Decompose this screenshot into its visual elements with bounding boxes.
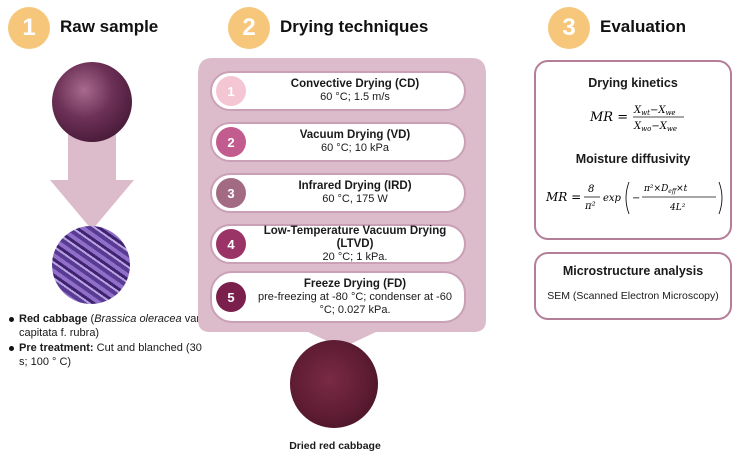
step-1-title: Raw sample (60, 17, 159, 36)
kinetics-box: Drying kinetics MR = Xwt−Xwe Xwo−Xwe Moi… (534, 60, 732, 240)
dried-powder-image (290, 340, 378, 428)
kinetics-title: Drying kinetics (588, 76, 678, 90)
technique-number-badge: 1 (216, 76, 246, 106)
svg-text:−: − (632, 193, 640, 204)
technique-text: Low-Temperature Vacuum Drying (LTVD)20 °… (252, 224, 458, 263)
svg-text:MR =: MR = (589, 110, 628, 125)
technique-text: Convective Drying (CD)60 °C; 1.5 m/s (252, 73, 458, 109)
svg-text:Xwo−Xwe: Xwo−Xwe (633, 121, 677, 133)
diffusivity-title: Moisture diffusivity (575, 152, 691, 166)
technique-text: Vacuum Drying (VD)60 °C; 10 kPa (252, 124, 458, 160)
technique-params: 20 °C; 1 kPa. (322, 250, 388, 263)
technique-number-badge: 5 (216, 282, 246, 312)
bullet-pretreatment: Pre treatment: Cut and blanched (30 s; 1… (8, 341, 208, 369)
technique-number-badge: 3 (216, 178, 246, 208)
svg-text:MR =: MR = (545, 190, 581, 204)
step-3-badge: 3 (548, 7, 590, 49)
step-2-badge: 2 (228, 7, 270, 49)
technique-name: Freeze Drying (FD) (303, 277, 407, 290)
technique-number-badge: 2 (216, 127, 246, 157)
svg-text:π²: π² (584, 201, 596, 212)
sample-details: Red cabbage (Brassica oleracea var. capi… (8, 312, 208, 370)
svg-text:4L²: 4L² (669, 203, 686, 213)
process-arrow (50, 125, 134, 230)
technique-text: Infrared Drying (IRD)60 °C, 175 W (252, 175, 458, 211)
diffusivity-formula: MR = 8 π² exp − π²×Deff×t 4L² (545, 181, 723, 215)
step-2-title: Drying techniques (280, 17, 429, 36)
chopped-cabbage-image (52, 226, 130, 304)
svg-text:exp: exp (603, 193, 622, 204)
technique-params: 60 °C; 1.5 m/s (320, 91, 390, 103)
step-3-title: Evaluation (600, 17, 686, 36)
technique-params: pre-freezing at -80 °C; condenser at -60… (258, 290, 452, 316)
svg-text:Xwt−Xwe: Xwt−Xwe (633, 105, 676, 117)
technique-text: Freeze Drying (FD)pre-freezing at -80 °C… (252, 273, 458, 321)
step-1-badge: 1 (8, 7, 50, 49)
bullet-red-cabbage: Red cabbage (Brassica oleracea var. capi… (8, 312, 208, 340)
moisture-ratio-formula: MR = Xwt−Xwe Xwo−Xwe (589, 105, 684, 133)
technique-name: Low-Temperature Vacuum Drying (LTVD) (263, 224, 447, 250)
svg-text:8: 8 (588, 184, 594, 195)
technique-number-badge: 4 (216, 229, 246, 259)
microstructure-box: Microstructure analysis SEM (Scanned Ele… (534, 252, 732, 320)
technique-name: Vacuum Drying (VD) (299, 129, 411, 141)
technique-params: 60 °C; 10 kPa (321, 142, 389, 154)
microstructure-text: SEM (Scanned Electron Microscopy) (547, 290, 719, 302)
technique-name: Infrared Drying (IRD) (298, 180, 412, 192)
product-label: Dried red cabbage (289, 440, 381, 452)
svg-text:π²×Deff×t: π²×Deff×t (643, 184, 688, 195)
technique-params: 60 °C, 175 W (322, 193, 388, 205)
red-cabbage-image (52, 62, 132, 142)
microstructure-title: Microstructure analysis (562, 264, 704, 278)
technique-name: Convective Drying (CD) (290, 78, 420, 90)
